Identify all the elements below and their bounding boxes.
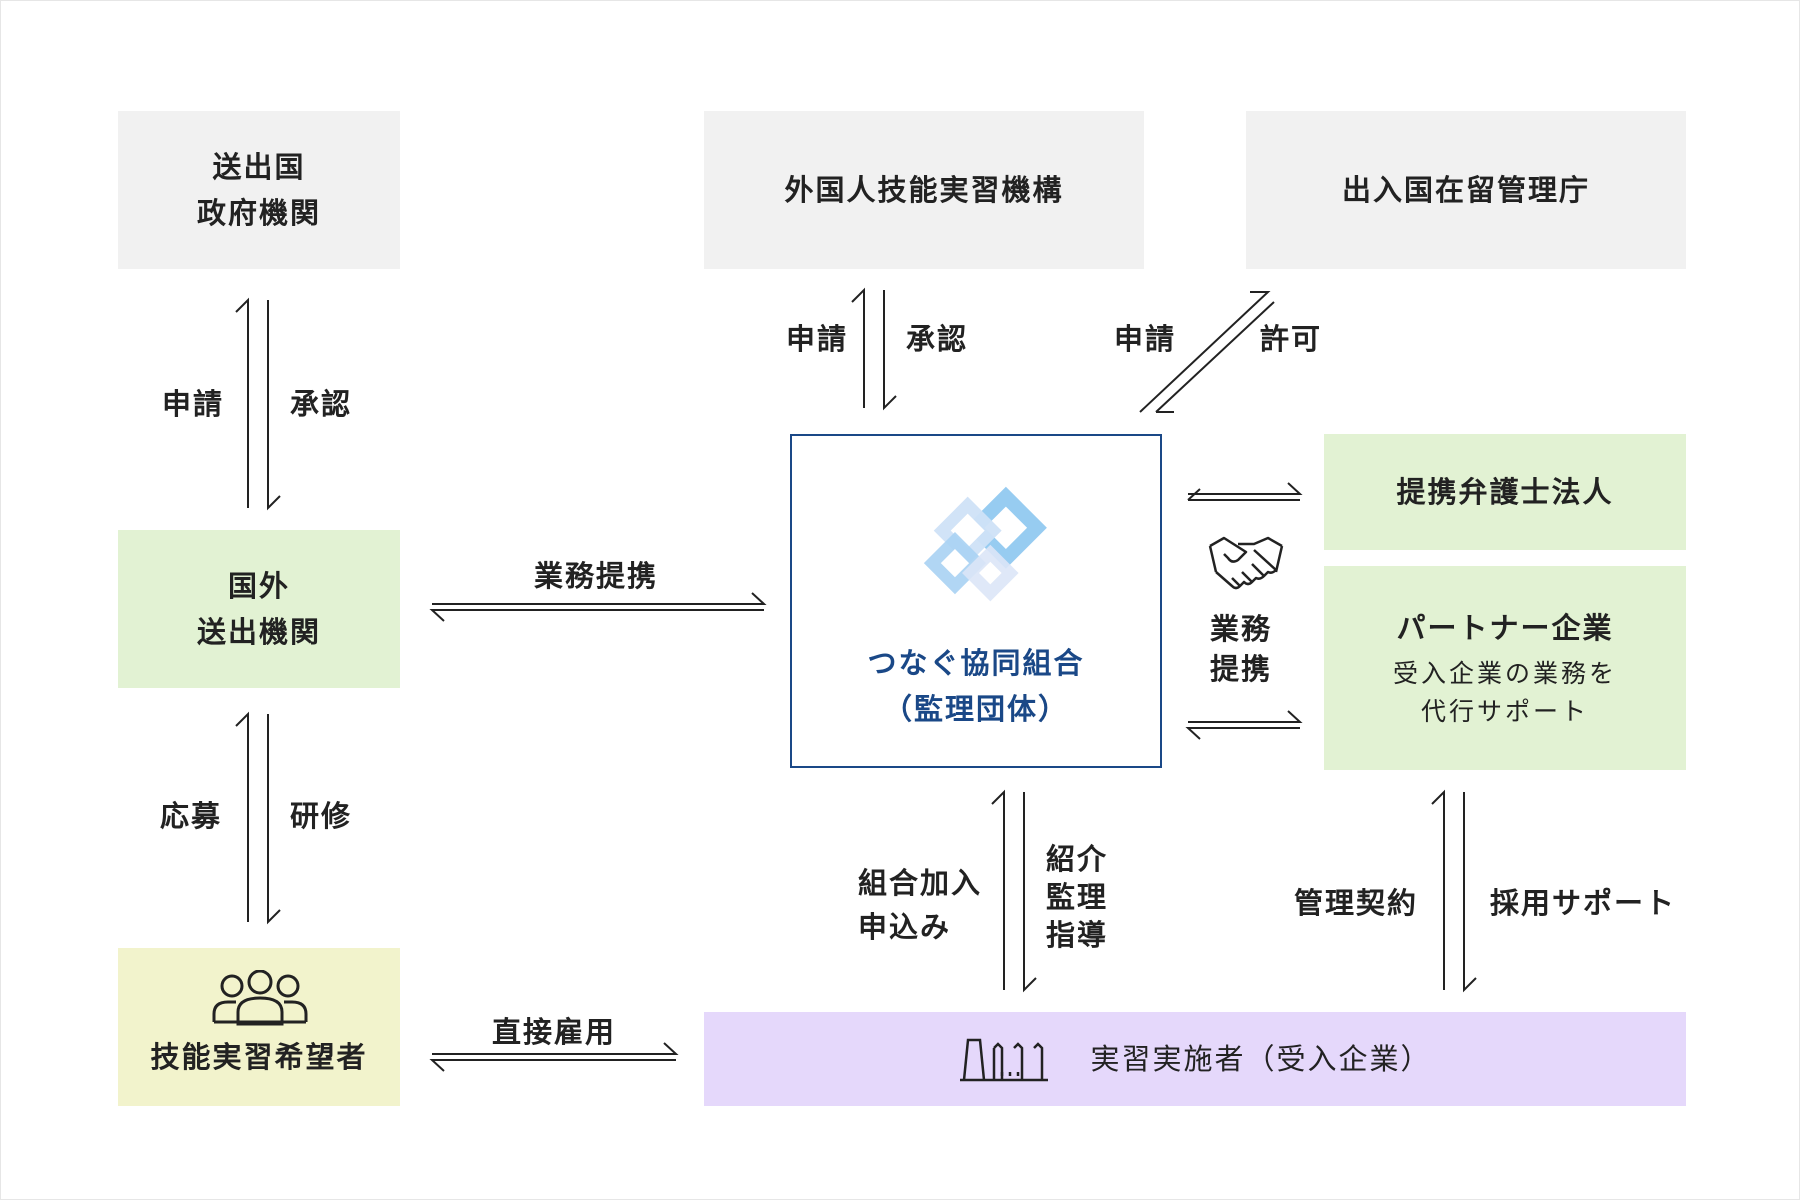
oticj-label: 外国人技能実習機構 [784,173,1064,207]
union-name: つなぐ協同組合 [867,646,1085,680]
arrow-down-implementer [1023,792,1037,993]
label-imm-apply: 申請 [1114,322,1177,356]
label-partner-tieup-2: 提携 [1210,652,1273,686]
arrow-up-gov [235,297,249,508]
label-oticj-apply: 申請 [786,322,849,356]
label-partner-tieup-1: 業務 [1210,612,1273,646]
sending-gov-line2: 政府機関 [196,196,321,230]
union-type: （監理団体） [882,692,1069,726]
arrow-left-partner [1185,727,1300,740]
arrow-left-law [1187,488,1201,501]
arrow-diag-up-imm [1139,291,1271,413]
arrow-left-hire [429,1059,676,1072]
law-firm-box: 提携弁護士法人 [1324,434,1686,550]
label-gov-apply: 申請 [162,387,225,421]
partner-box: パートナー企業 受入企業の業務を 代行サポート [1324,566,1686,770]
implementer-label: 実習実施者（受入企業） [1090,1042,1432,1076]
label-mgmt-contract: 管理契約 [1294,886,1419,920]
arrow-down-gov [267,300,281,511]
arrow-down-partner-impl [1463,792,1477,993]
factory-icon [960,1038,1049,1082]
arrow-down-trainee [267,714,281,925]
label-guidance-2: 監理 [1046,880,1109,914]
arrow-down-oticj [883,290,897,411]
label-join-1: 組合加入 [858,866,983,900]
handshake-icon [1208,536,1284,590]
label-training: 研修 [290,799,353,833]
arrow-right-law [1188,482,1303,495]
label-apply-recruit: 応募 [160,799,223,833]
overseas-agency-line2: 送出機関 [196,615,321,649]
arrow-right-hire [432,1042,679,1055]
partner-sub-line1: 受入企業の業務を [1392,659,1617,688]
immigration-label: 出入国在留管理庁 [1341,173,1590,207]
partner-title: パートナー企業 [1396,611,1614,645]
arrow-up-oticj [851,287,865,408]
arrow-right-tieup [432,592,767,605]
sending-gov-box: 送出国 政府機関 [118,111,400,269]
label-gov-approve: 承認 [290,387,353,421]
label-imm-permit: 許可 [1260,322,1323,356]
tsunagu-logo [923,486,1047,602]
trainee-label: 技能実習希望者 [150,1040,368,1074]
label-business-tieup: 業務提携 [534,559,659,593]
overseas-agency-line1: 国外 [227,569,290,603]
sending-gov-line1: 送出国 [212,150,306,184]
arrow-right-partner [1188,710,1303,723]
arrow-diag-down-imm [1155,301,1275,413]
arrow-up-implementer [991,789,1005,990]
label-direct-hire: 直接雇用 [492,1015,617,1049]
arrow-up-trainee [235,711,249,922]
union-box [790,434,1162,768]
people-group-icon [212,970,308,1026]
label-oticj-approve: 承認 [906,322,969,356]
implementer-box: 実習実施者（受入企業） [704,1012,1686,1106]
oticj-box: 外国人技能実習機構 [704,111,1144,269]
label-guidance-1: 紹介 [1046,842,1109,876]
trainee-box: 技能実習希望者 [118,948,400,1106]
partner-sub-line2: 代行サポート [1420,697,1589,726]
arrow-left-tieup [429,609,764,622]
law-firm-label: 提携弁護士法人 [1396,475,1614,509]
immigration-box: 出入国在留管理庁 [1246,111,1686,269]
label-join-2: 申込み [858,910,952,944]
overseas-agency-box: 国外 送出機関 [118,530,400,688]
label-guidance-3: 指導 [1046,918,1109,952]
label-hiring-support: 採用サポート [1490,886,1677,920]
arrow-up-partner-impl [1431,789,1445,990]
